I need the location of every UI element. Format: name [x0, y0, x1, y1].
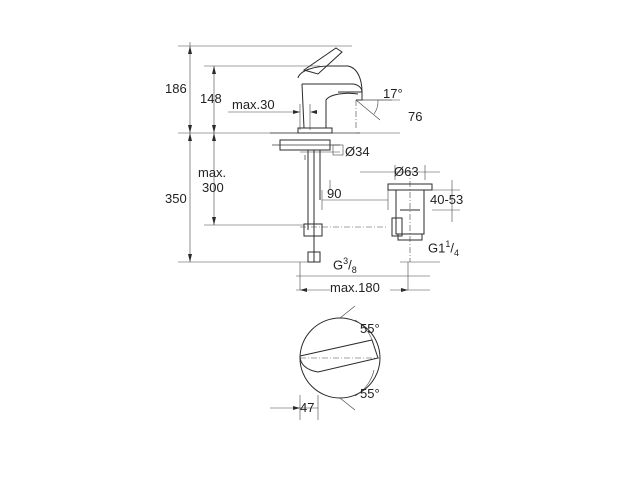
dim-g1-den: 4 [453, 247, 459, 258]
faucet-top-view [270, 305, 381, 420]
dim-148: 148 [200, 91, 222, 106]
dim-76: 76 [408, 109, 423, 124]
dim-max300-line1: max. [198, 165, 227, 180]
dim-g38-base: G [333, 257, 344, 273]
dim-g38-num: 3 [343, 256, 349, 266]
waste-assembly [360, 165, 460, 263]
dim-max30: max.30 [232, 97, 275, 112]
faucet-side-view [270, 47, 400, 134]
max30-dimension [228, 104, 317, 130]
mounting-assembly [272, 139, 389, 263]
dim-g1-num: 1 [445, 239, 451, 249]
dim-max180: max.180 [330, 280, 380, 295]
max180-dimension [296, 262, 430, 292]
dim-angle17: 17° [383, 86, 403, 101]
dim-dia34: Ø34 [345, 144, 370, 159]
dim-g1-1-4: G11/4 [428, 239, 459, 258]
dim-g1-base: G1 [428, 240, 446, 256]
dim-90: 90 [327, 186, 342, 201]
dim-g38-den: 8 [351, 264, 357, 275]
dim-g-3-8: G3/8 [333, 256, 357, 275]
dim-186: 186 [165, 81, 187, 96]
dim-max300-line2: 300 [202, 180, 224, 195]
dim-47: 47 [300, 400, 315, 415]
dim-40-53: 40-53 [430, 192, 464, 207]
dim-angle55-top: 55° [360, 321, 380, 336]
dim-dia63: Ø63 [394, 164, 419, 179]
vertical-dimension-lines [178, 42, 352, 263]
dim-350: 350 [165, 191, 187, 206]
dim-angle55-bottom: 55° [360, 386, 380, 401]
